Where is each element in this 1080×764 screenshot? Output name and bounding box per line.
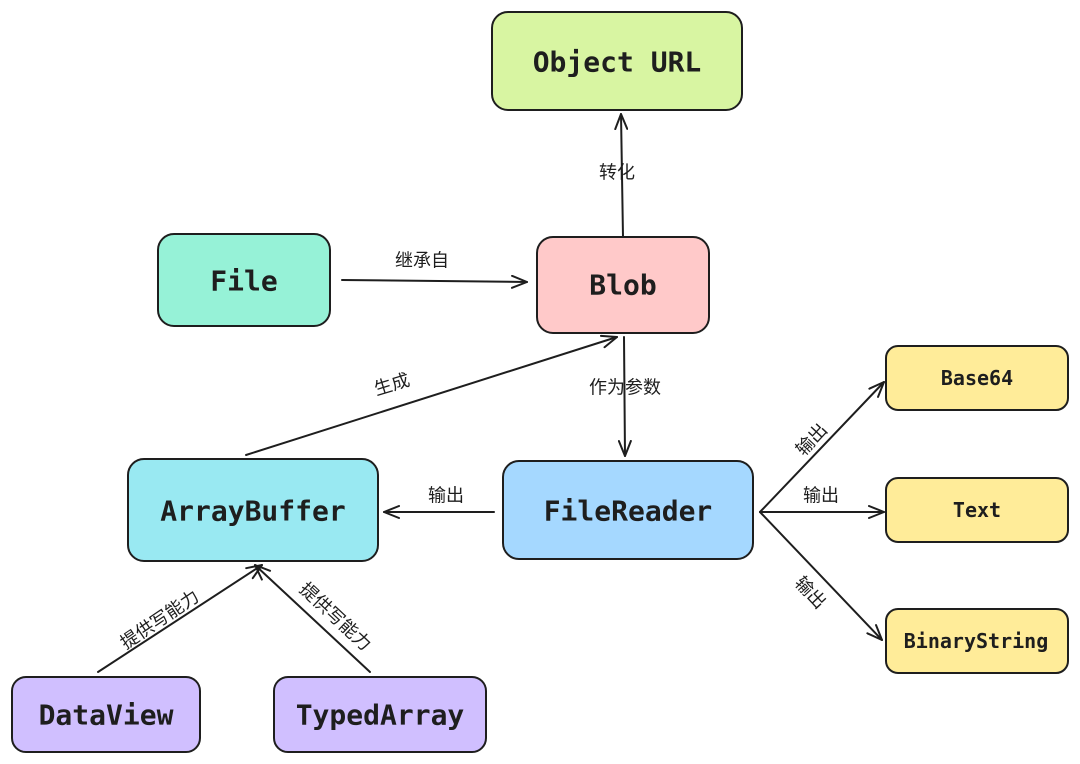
node-text: Text [885, 477, 1069, 543]
edge-file-to-blob [341, 274, 528, 289]
edge-blob-to-object-url [614, 113, 629, 238]
edge-filereader-to-binarystring [759, 511, 883, 641]
node-blob-label: Blob [589, 269, 656, 302]
node-arraybuffer-box [127, 458, 379, 562]
node-typedarray: TypedArray [273, 676, 487, 753]
node-object-url-label: Object URL [533, 46, 702, 79]
node-blob-box [536, 236, 710, 334]
node-typedarray-box [273, 676, 487, 753]
edge-dataview-to-arraybuffer [97, 564, 263, 673]
edge-blob-to-filereader [617, 336, 632, 457]
node-base64-label: Base64 [941, 366, 1013, 390]
node-binarystring-label: BinaryString [904, 629, 1049, 653]
node-dataview-label: DataView [39, 699, 174, 732]
edge-label-provides-write-dataview: 提供写能力 [117, 586, 203, 654]
node-file-label: File [210, 265, 277, 298]
node-file-box [157, 233, 331, 327]
node-text-label: Text [953, 498, 1001, 522]
edge-label-generates: 生成 [372, 370, 413, 401]
node-filereader-box [502, 460, 754, 560]
node-base64: Base64 [885, 345, 1069, 411]
node-typedarray-label: TypedArray [296, 699, 465, 732]
node-arraybuffer: ArrayBuffer [127, 458, 379, 562]
edge-label-output-base64: 输出 [792, 420, 832, 461]
edge-label-inherits-from: 继承自 [395, 251, 449, 272]
edge-label-output-arraybuffer: 输出 [428, 486, 464, 507]
edge-label-provides-write-typedarray: 提供写能力 [295, 579, 375, 656]
node-binarystring-box [885, 608, 1069, 674]
node-file: File [157, 233, 331, 327]
edge-arraybuffer-to-blob [245, 334, 618, 456]
node-object-url-box [491, 11, 743, 111]
edge-filereader-to-base64 [759, 381, 885, 513]
node-text-box [885, 477, 1069, 543]
node-blob: Blob [536, 236, 710, 334]
edge-label-as-parameter: 作为参数 [589, 378, 661, 399]
edge-label-convert: 转化 [599, 163, 635, 184]
node-object-url: Object URL [491, 11, 743, 111]
node-base64-box [885, 345, 1069, 411]
node-binarystring: BinaryString [885, 608, 1069, 674]
node-dataview-box [11, 676, 201, 753]
node-filereader: FileReader [502, 460, 754, 560]
edge-typedarray-to-arraybuffer [253, 564, 371, 673]
node-arraybuffer-label: ArrayBuffer [160, 495, 345, 528]
node-dataview: DataView [11, 676, 201, 753]
edge-label-output-text: 输出 [803, 486, 839, 507]
node-filereader-label: FileReader [544, 495, 713, 528]
